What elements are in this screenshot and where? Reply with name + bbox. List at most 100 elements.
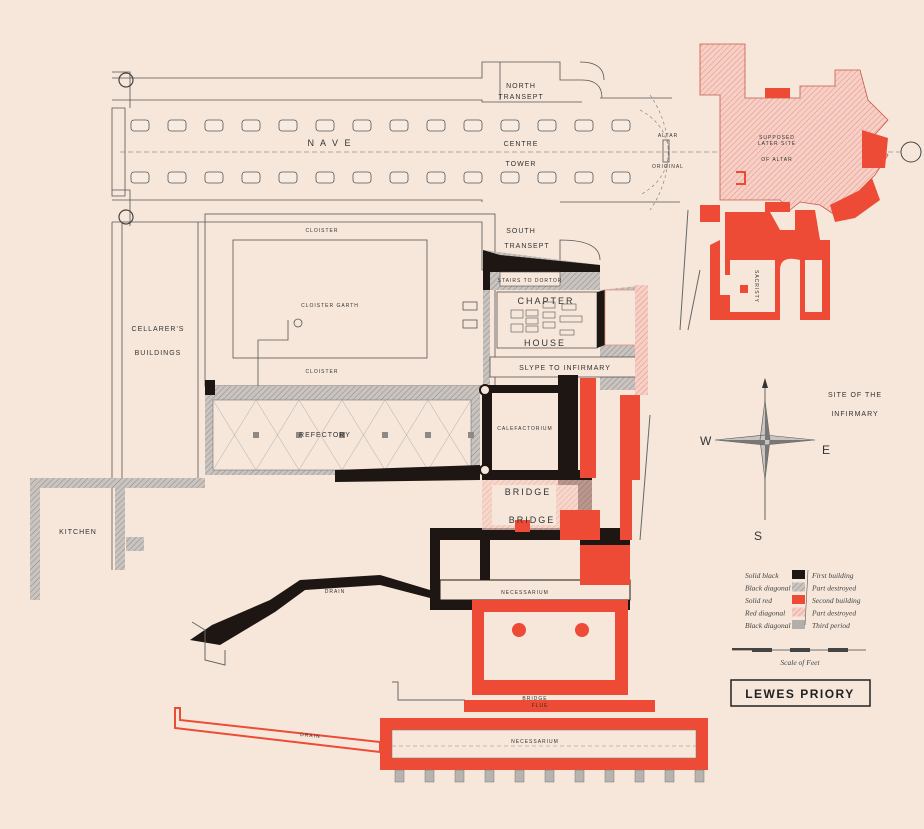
buttress [424, 769, 435, 783]
label-of-altar: OF ALTAR [761, 157, 792, 163]
nave-pier [204, 119, 224, 132]
label-calefactorium: CALEFACTORIUM [497, 426, 552, 432]
label-refectory: REFECTORY [299, 432, 351, 439]
nave-pier [389, 171, 409, 184]
legend-swatch-label: Red diagonal [744, 609, 785, 618]
vault-rib [212, 399, 257, 471]
refectory-pier [382, 432, 388, 438]
label-south-transept-2: TRANSEPT [504, 243, 549, 250]
legend-meaning: Second building [812, 596, 861, 605]
nave-pier [574, 119, 594, 132]
label-necessarium-2: NECESSARIUM [511, 739, 559, 745]
nave-pier [352, 171, 372, 184]
second-building [174, 378, 708, 770]
legend-item: Red diagonal Part destroyed [744, 607, 856, 618]
nave-pier [611, 171, 631, 184]
legend-meaning: Part destroyed [811, 609, 856, 618]
label-altar: ALTAR [658, 133, 678, 139]
label-cloister-garth: CLOISTER GARTH [301, 303, 359, 309]
buttress [694, 769, 705, 783]
label-buildings: BUILDINGS [135, 350, 182, 357]
nave-pier [241, 171, 261, 184]
scale-label: Scale of Feet [780, 658, 820, 667]
nave-pier [426, 171, 446, 184]
necessarium-buttresses [394, 769, 705, 783]
label-slype: SLYPE TO INFIRMARY [519, 365, 611, 372]
nave-pier [537, 119, 557, 132]
label-bridge-3: BRIDGE [522, 696, 547, 702]
label-south-transept: SOUTH [506, 228, 536, 235]
refectory-pier [468, 432, 474, 438]
label-drain-1: DRAIN [325, 589, 346, 595]
nave-pier [500, 119, 520, 132]
compass-rose: W E S [700, 378, 831, 543]
label-bridge-1: BRIDGE [505, 487, 552, 497]
nave-pier [167, 171, 187, 184]
vault-rib [384, 399, 429, 471]
label-original: ORIGINAL [652, 164, 684, 170]
vault-rib [427, 399, 472, 471]
refectory-pier [339, 432, 345, 438]
label-later-site: LATER SITE [758, 141, 796, 147]
legend-item: Solid black First building [745, 570, 854, 580]
vault-rib [255, 399, 300, 471]
buttress [634, 769, 645, 783]
legend-meaning: Part destroyed [811, 584, 856, 593]
compass-west: W [700, 434, 712, 448]
refectory-pier [425, 432, 431, 438]
buttress [394, 769, 405, 783]
label-nave: N A V E [307, 138, 352, 148]
cloister [111, 213, 496, 570]
legend-swatch [792, 607, 805, 617]
legend-swatch [792, 570, 805, 579]
label-cellarers: CELLARER'S [132, 326, 185, 333]
nave-pier [463, 171, 483, 184]
nave-pier [537, 171, 557, 184]
label-centre: CENTRE [504, 141, 539, 148]
refectory-pier [296, 432, 302, 438]
label-site-of-the: SITE OF THE [828, 392, 882, 399]
nave-pier [352, 119, 372, 132]
nave-pier [315, 171, 335, 184]
buttress [484, 769, 495, 783]
title-box: LEWES PRIORY [730, 679, 871, 707]
label-house: HOUSE [524, 338, 566, 348]
legend-meaning: First building [811, 571, 854, 580]
chapter-house [483, 250, 648, 395]
nave-pier [500, 171, 520, 184]
label-flue: FLUE [532, 703, 549, 709]
scale-bar [732, 648, 866, 652]
label-supposed: SUPPOSED [759, 135, 795, 141]
nave-pier [241, 119, 261, 132]
buttress [544, 769, 555, 783]
nave-piers [130, 119, 631, 184]
legend-swatch-label: Solid black [745, 571, 779, 580]
nave-pier [204, 171, 224, 184]
nave-pier [426, 119, 446, 132]
plan-labels: NORTH TRANSEPT N A V E CENTRE TOWER SOUT… [59, 83, 882, 745]
label-cloister-north: CLOISTER [305, 228, 338, 234]
nave-pier [463, 119, 483, 132]
label-bridge-2: BRIDGE [509, 515, 556, 525]
compass-east: E [822, 443, 831, 457]
legend-swatch-label: Solid red [745, 596, 772, 605]
label-infirmary: INFIRMARY [831, 411, 878, 418]
label-sacristy: SACRISTY [753, 270, 759, 303]
nave-pier [574, 171, 594, 184]
nave-pier [167, 119, 187, 132]
label-drain-2: DRAIN [300, 732, 321, 740]
legend-meaning: Third period [812, 621, 850, 630]
nave-pier [389, 119, 409, 132]
label-tower: TOWER [506, 161, 537, 168]
east-end [679, 43, 922, 331]
buttress [514, 769, 525, 783]
nave-pier [278, 119, 298, 132]
plan-title: LEWES PRIORY [745, 687, 855, 701]
buttress [664, 769, 675, 783]
legend-swatch [792, 595, 805, 604]
compass-south: S [754, 529, 763, 543]
legend-swatch [792, 620, 805, 629]
